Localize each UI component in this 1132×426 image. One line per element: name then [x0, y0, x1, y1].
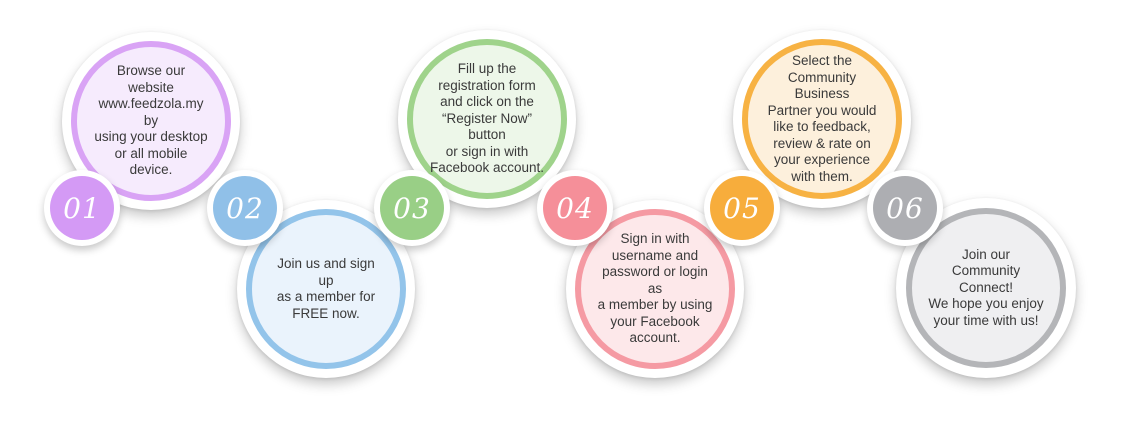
step-5-badge: 05: [704, 170, 780, 246]
step-3-number: 03: [393, 191, 431, 225]
step-4-text: Sign in with username and password or lo…: [597, 231, 713, 346]
step-4-content: Sign in with username and password or lo…: [575, 209, 735, 369]
step-1-content: Browse our website www.feedzola.my by us…: [71, 41, 231, 201]
step-4-number: 04: [556, 191, 594, 225]
step-2-number: 02: [226, 191, 264, 225]
step-6-number: 06: [886, 191, 924, 225]
step-3-text: Fill up the registration form and click …: [429, 61, 545, 176]
step-6-content: Join our Community Connect! We hope you …: [906, 208, 1066, 368]
step-6-badge: 06: [867, 170, 943, 246]
step-3-badge: 03: [374, 170, 450, 246]
step-4-badge: 04: [537, 170, 613, 246]
step-5-number: 05: [723, 191, 761, 225]
step-1-number: 01: [63, 191, 101, 225]
step-3-content: Fill up the registration form and click …: [407, 39, 567, 199]
step-1-text: Browse our website www.feedzola.my by us…: [94, 63, 208, 178]
step-6-text: Join our Community Connect! We hope you …: [928, 246, 1044, 328]
step-1-badge: 01: [44, 170, 120, 246]
step-5-text: Select the Community Business Partner yo…: [767, 53, 877, 184]
step-2-badge: 02: [207, 170, 283, 246]
step-2-text: Join us and sign up as a member for FREE…: [276, 256, 376, 321]
step-5-content: Select the Community Business Partner yo…: [742, 39, 902, 199]
step-2-content: Join us and sign up as a member for FREE…: [246, 209, 406, 369]
